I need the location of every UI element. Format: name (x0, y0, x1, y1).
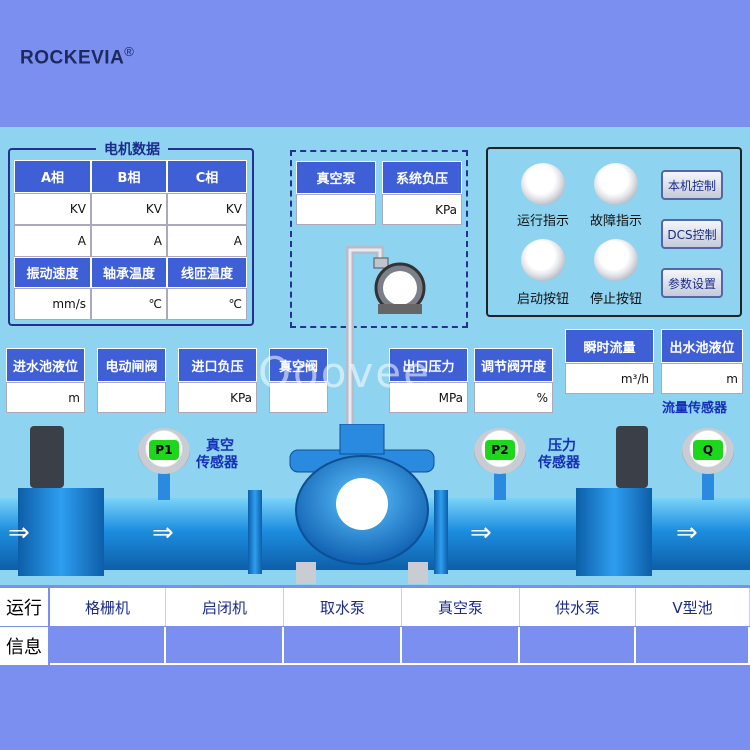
flow-arrow-icon: ⇒ (8, 518, 30, 548)
outlet-valve-body (576, 488, 652, 576)
flow-arrow-icon: ⇒ (152, 518, 174, 548)
control-panel (486, 147, 742, 317)
start-button-light[interactable] (521, 239, 565, 281)
p2-sensor-label: P2 (485, 440, 515, 460)
phase-c-header: C相 (167, 160, 247, 193)
phase-c-current: A (167, 225, 247, 257)
watermark: Ooovee (258, 348, 431, 397)
outlet-level-value: m (661, 363, 743, 394)
fault-indicator-label: 故障指示 (589, 214, 642, 229)
dcs-control-button[interactable]: DCS控制 (661, 219, 723, 249)
p1-sensor-label: P1 (149, 440, 179, 460)
system-pressure-header: 系统负压 (382, 161, 462, 194)
bearing-temp-header: 轴承温度 (91, 257, 167, 288)
flow-arrow-icon: ⇒ (676, 518, 698, 548)
phase-b-current: A (91, 225, 167, 257)
fault-indicator-light (594, 163, 638, 205)
inlet-level-header: 进水池液位 (6, 348, 85, 382)
vacuum-sensor-label: 真空 传感器 (196, 438, 238, 471)
tab-hoist[interactable]: 启闭机 (166, 588, 284, 626)
run-info-cell (50, 627, 166, 665)
valve-opening-header: 调节阀开度 (474, 348, 553, 382)
phase-b-header: B相 (91, 160, 167, 193)
vacuum-pump-header: 真空泵 (296, 161, 376, 194)
motor-data-title: 电机数据 (96, 139, 168, 158)
run-info-label-1: 运行 (0, 588, 48, 626)
vacuum-pump-value (296, 194, 376, 225)
flow-sensor-label: 流量传感器 (662, 401, 728, 416)
tab-vacuum-pump[interactable]: 真空泵 (402, 588, 520, 626)
run-info-cell (402, 627, 520, 665)
tab-grating-machine[interactable]: 格栅机 (50, 588, 166, 626)
vacuum-pump-graphic (346, 246, 426, 467)
system-pressure-value: KPa (382, 194, 462, 225)
inlet-valve-body (18, 488, 104, 576)
outlet-pressure-value: MPa (389, 382, 468, 413)
pipe-flange-right (434, 490, 448, 574)
outlet-level-header: 出水池液位 (661, 329, 743, 363)
run-indicator-light (521, 163, 565, 205)
vibration-speed-header: 振动速度 (14, 257, 91, 288)
phase-c-voltage: KV (167, 193, 247, 225)
electric-gate-valve-value (97, 382, 166, 413)
phase-b-voltage: KV (91, 193, 167, 225)
stop-button-label: 停止按钮 (589, 292, 642, 307)
bearing-temp-value: ℃ (91, 288, 167, 320)
run-info-cell (636, 627, 750, 665)
top-bar (0, 0, 750, 127)
start-button-label: 启动按钮 (516, 292, 569, 307)
stop-button-light[interactable] (594, 239, 638, 281)
pipe-flange-left (248, 490, 262, 574)
electric-gate-valve-header: 电动闸阀 (97, 348, 166, 382)
phase-a-header: A相 (14, 160, 91, 193)
tab-v-filter[interactable]: V型池 (636, 588, 750, 626)
instant-flow-header: 瞬时流量 (565, 329, 654, 363)
run-info-label-2: 信息 (0, 627, 48, 665)
outlet-pressure-header: 出口压力 (389, 348, 468, 382)
run-info-cell (520, 627, 636, 665)
outlet-valve-actuator (616, 426, 648, 488)
inlet-pressure-header: 进口负压 (178, 348, 257, 382)
flow-arrow-icon: ⇒ (470, 518, 492, 548)
winding-temp-value: ℃ (167, 288, 247, 320)
brand-logo: ROCKEVIA® (20, 44, 135, 69)
q-sensor-label: Q (693, 440, 723, 460)
inlet-valve-actuator (30, 426, 64, 488)
valve-opening-value: % (474, 382, 553, 413)
vibration-speed-value: mm/s (14, 288, 91, 320)
winding-temp-header: 线匝温度 (167, 257, 247, 288)
instant-flow-value: m³/h (565, 363, 654, 394)
inlet-level-value: m (6, 382, 85, 413)
phase-a-current: A (14, 225, 91, 257)
vacuum-valve-value (269, 382, 328, 413)
vacuum-pump-panel (290, 150, 468, 328)
param-settings-button[interactable]: 参数设置 (661, 268, 723, 298)
tab-intake-pump[interactable]: 取水泵 (284, 588, 402, 626)
run-info-cell (284, 627, 402, 665)
local-control-button[interactable]: 本机控制 (661, 170, 723, 200)
run-indicator-label: 运行指示 (516, 214, 569, 229)
inlet-pressure-value: KPa (178, 382, 257, 413)
tab-supply-pump[interactable]: 供水泵 (520, 588, 636, 626)
main-pump-graphic (289, 424, 435, 584)
phase-a-voltage: KV (14, 193, 91, 225)
pressure-sensor-label: 压力 传感器 (538, 438, 580, 471)
run-info-cell (166, 627, 284, 665)
vacuum-valve-header: 真空阀 (269, 348, 328, 382)
